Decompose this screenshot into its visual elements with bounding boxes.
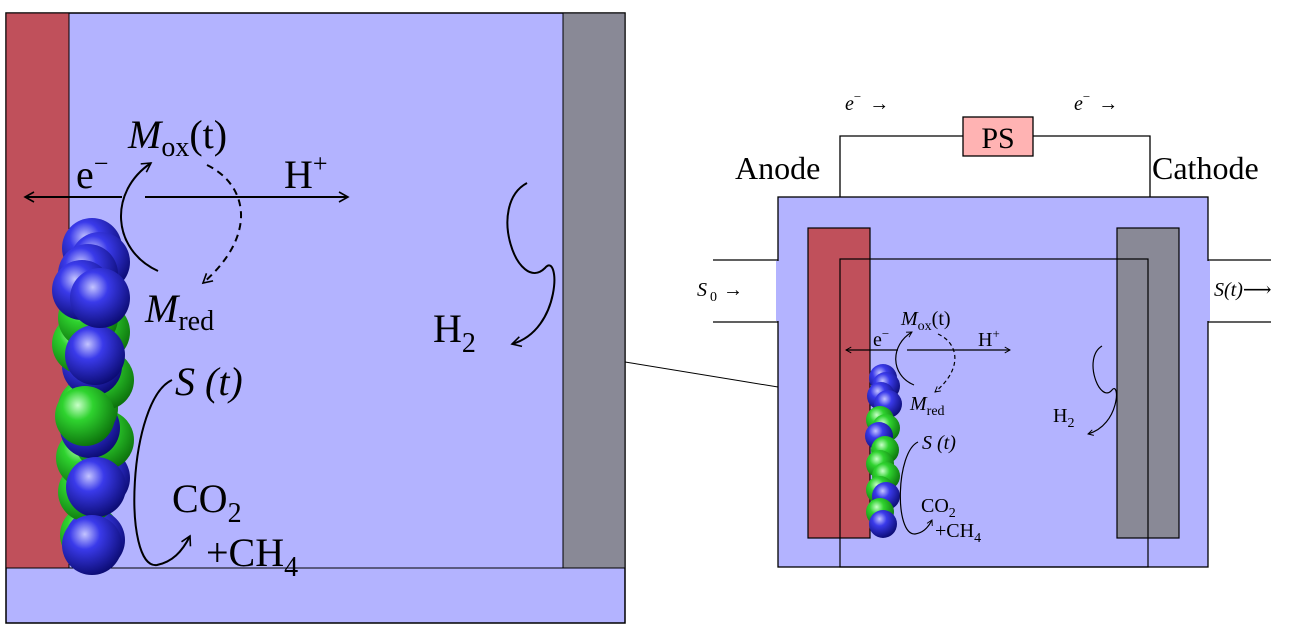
electron-flow-right: e−→ xyxy=(1074,89,1118,115)
overview-hydrogen-arrow xyxy=(1087,345,1117,436)
overview-label-co2: CO2 xyxy=(921,495,956,521)
zoom-label-co2: CO2 xyxy=(172,476,242,529)
overview-substrate-arrow xyxy=(899,441,933,535)
overview-label-electron: e− xyxy=(873,326,889,351)
zoom-label-electron: e− xyxy=(76,149,108,197)
bacteria-sphere-blue xyxy=(66,457,126,517)
zoom-biofilm xyxy=(52,218,134,575)
zoom-region-frame xyxy=(839,258,1149,568)
overview-label-m-ox: Mox(t) xyxy=(900,308,951,334)
zoom-label-m-ox: Mox(t) xyxy=(127,112,227,163)
overview-label-substrate: S(t) xyxy=(922,432,956,454)
zoom-label-h2: H2 xyxy=(433,306,476,359)
electron-flow-left: e−→ xyxy=(845,89,889,115)
overview-oxidation-arrow xyxy=(934,333,956,393)
overview-label-h2: H2 xyxy=(1053,405,1074,431)
overview-label-ch4: +CH4 xyxy=(935,520,981,546)
zoom-cathode xyxy=(562,12,626,569)
overview-panel: PS e−→ e−→ Anode Cathode Mox(t) Mred e− … xyxy=(697,89,1272,568)
anode-label: Anode xyxy=(735,150,820,186)
outflow-label: S(t)⟶ xyxy=(1214,279,1272,301)
overview-biofilm xyxy=(865,364,902,538)
overview-label-proton: H+ xyxy=(978,326,1000,351)
bacteria-sphere-green xyxy=(55,386,115,446)
power-supply-box xyxy=(962,116,1034,157)
bacteria-sphere-blue xyxy=(869,510,897,538)
zoom-hydrogen-arrow xyxy=(506,182,556,348)
zoom-label-m-red: Mred xyxy=(144,286,214,337)
bacteria-sphere-blue xyxy=(70,268,130,328)
cathode-label: Cathode xyxy=(1152,150,1259,186)
zoom-panel: Mox(t) Mred e− H+ S(t) CO2 +CH4 H2 xyxy=(5,12,626,624)
zoom-label-ch4: +CH4 xyxy=(206,530,298,583)
overview-anode xyxy=(807,227,871,539)
power-supply-label: PS xyxy=(981,122,1014,155)
reactor-inlet-gap xyxy=(776,261,780,321)
zoom-label-substrate: S(t) xyxy=(175,359,243,404)
bacteria-sphere-blue xyxy=(65,325,125,385)
reactor-outlet-gap xyxy=(1206,261,1210,321)
zoom-substrate-arrow xyxy=(133,379,192,567)
overview-label-m-red: Mred xyxy=(909,393,945,419)
zoom-reduction-arrow xyxy=(120,162,159,272)
zoom-oxidation-arrow xyxy=(201,164,242,285)
bacteria-sphere-blue xyxy=(62,515,122,575)
zoom-label-proton: H+ xyxy=(284,149,328,197)
overview-reduction-arrow xyxy=(895,331,915,386)
